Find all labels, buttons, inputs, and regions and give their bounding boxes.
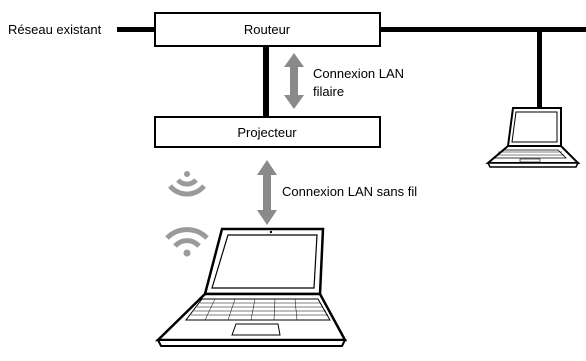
router-label: Routeur (244, 22, 291, 37)
projector-box (154, 116, 381, 148)
existing-network-cable (117, 27, 155, 32)
existing-network-label: Réseau existant (8, 22, 102, 37)
wireless-connection-label: Connexion LAN sans fil (282, 184, 417, 199)
wired-connection-label-line1: Connexion LAN (313, 66, 404, 81)
wireless-laptop-icon (154, 227, 348, 347)
projector-label: Projecteur (237, 125, 297, 140)
router-box (154, 12, 381, 47)
wired-double-arrow-icon (284, 53, 304, 109)
router-uplink-cable (380, 27, 586, 32)
wired-connection-label-line2: filaire (313, 84, 344, 99)
wired-laptop-icon (485, 107, 581, 168)
laptop-wifi-signal-icon (165, 227, 209, 257)
projector-wifi-signal-icon (168, 171, 206, 197)
wireless-double-arrow-icon (257, 160, 277, 225)
wired-laptop-cable (537, 27, 542, 120)
router-projector-cable (263, 46, 269, 117)
